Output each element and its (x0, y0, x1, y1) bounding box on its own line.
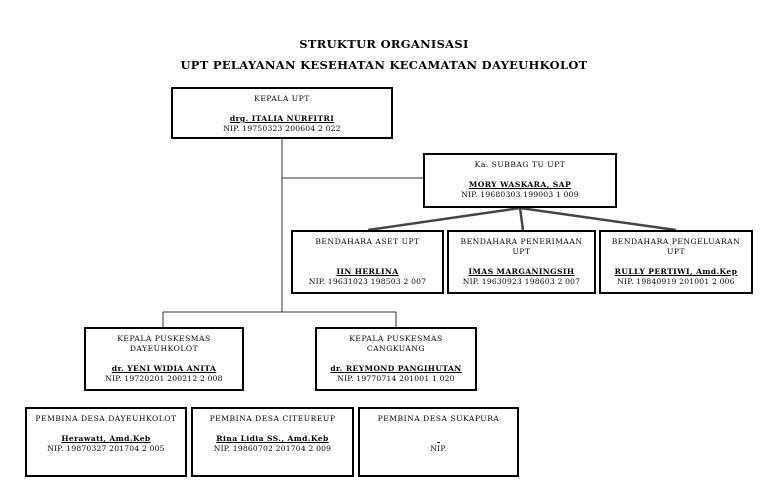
bendahara-penerimaan-name: IMAS MARGANINGSIH (468, 267, 575, 276)
bendahara-aset-role-2 (293, 247, 442, 257)
pembina-sukapura-nip: NIP. (430, 444, 447, 453)
bendahara-aset-nip: NIP. 19631023 198503 2 007 (308, 277, 427, 286)
bendahara-penerimaan-role-2: UPT (512, 247, 531, 256)
pembina-citeureup-box: PEMBINA DESA CITEUREUP Rina Lidia SS., A… (191, 407, 354, 477)
head-box: KEPALA UPT drg. ITALIA NURFITRI NIP. 197… (171, 87, 393, 139)
pembina-sukapura-box: PEMBINA DESA SUKAPURA NIP. (358, 407, 519, 477)
puskesmas-dayeuhkolot-nip: NIP. 19720201 200212 2 008 (105, 374, 223, 383)
chart-subtitle: UPT PELAYANAN KESEHATAN KECAMATAN DAYEUH… (180, 58, 588, 72)
pembina-dayeuhkolot-nip: NIP. 19870327 201704 2 005 (47, 444, 165, 453)
head-role: KEPALA UPT (254, 94, 310, 103)
puskesmas-dayeuhkolot-role-2: DAYEUHKOLOT (129, 344, 199, 353)
subbag-name: MORY WASKARA, SAP (468, 180, 572, 189)
puskesmas-cangkuang-role-2: CANGKUANG (366, 344, 426, 353)
connector-subbag-bendahara-3 (519, 206, 677, 232)
bendahara-pengeluaran-name: RULLY PERTIWI, Amd.Kep (614, 267, 738, 276)
puskesmas-dayeuhkolot-role: KEPALA PUSKESMAS (117, 334, 211, 343)
bendahara-penerimaan-box: BENDAHARA PENERIMAAN UPT IMAS MARGANINGS… (447, 230, 596, 294)
bendahara-aset-box: BENDAHARA ASET UPT IIN HERLINA NIP. 1963… (291, 230, 444, 294)
head-nip: NIP. 19750323 200604 2 022 (223, 124, 341, 133)
connector-subbag-bendahara-2 (518, 207, 525, 231)
puskesmas-dayeuhkolot-box: KEPALA PUSKESMAS DAYEUHKOLOT dr. YENI WI… (84, 327, 244, 391)
bendahara-pengeluaran-box: BENDAHARA PENGELUARAN UPT RULLY PERTIWI,… (599, 230, 753, 294)
bendahara-pengeluaran-role-2: UPT (666, 247, 686, 256)
puskesmas-cangkuang-role: KEPALA PUSKESMAS (349, 334, 443, 343)
subbag-box: Ka. SUBBAG TU UPT MORY WASKARA, SAP NIP.… (423, 153, 617, 208)
pembina-sukapura-name (360, 434, 517, 444)
head-name: drg. ITALIA NURFITRI (229, 114, 335, 123)
pembina-dayeuhkolot-box: PEMBINA DESA DAYEUHKOLOT Herawati, Amd.K… (25, 407, 187, 477)
pembina-citeureup-nip: NIP. 19860702 201704 2 009 (213, 444, 332, 453)
pembina-citeureup-role: PEMBINA DESA CITEUREUP (209, 414, 336, 423)
puskesmas-cangkuang-box: KEPALA PUSKESMAS CANGKUANG dr. REYMOND P… (315, 327, 477, 391)
subbag-nip: NIP. 19680303 199003 1 009 (461, 190, 579, 199)
puskesmas-dayeuhkolot-name: dr. YENI WIDIA ANITA (111, 364, 217, 373)
pembina-dayeuhkolot-role: PEMBINA DESA DAYEUHKOLOT (35, 414, 177, 423)
pembina-sukapura-role: PEMBINA DESA SUKAPURA (377, 414, 500, 423)
bendahara-penerimaan-role: BENDAHARA PENERIMAAN (460, 237, 583, 246)
bendahara-pengeluaran-role: BENDAHARA PENGELUARAN (611, 237, 741, 246)
pembina-dayeuhkolot-name: Herawati, Amd.Keb (61, 434, 151, 443)
puskesmas-cangkuang-name: dr. REYMOND PANGIHUTAN (330, 364, 462, 373)
connector-subbag-bendahara-1 (367, 206, 521, 232)
bendahara-aset-name: IIN HERLINA (336, 267, 399, 276)
bendahara-penerimaan-nip: NIP. 19630923 198603 2 007 (462, 277, 581, 286)
bendahara-pengeluaran-nip: NIP. 19840919 201001 2 006 (617, 277, 735, 286)
pembina-citeureup-name: Rina Lidia SS., Amd.Keb (216, 434, 329, 443)
puskesmas-cangkuang-nip: NIP. 19770714 201001 1 020 (337, 374, 455, 383)
bendahara-aset-role: BENDAHARA ASET UPT (315, 237, 420, 246)
chart-title: STRUKTUR ORGANISASI (299, 37, 469, 51)
subbag-role: Ka. SUBBAG TU UPT (474, 160, 566, 169)
